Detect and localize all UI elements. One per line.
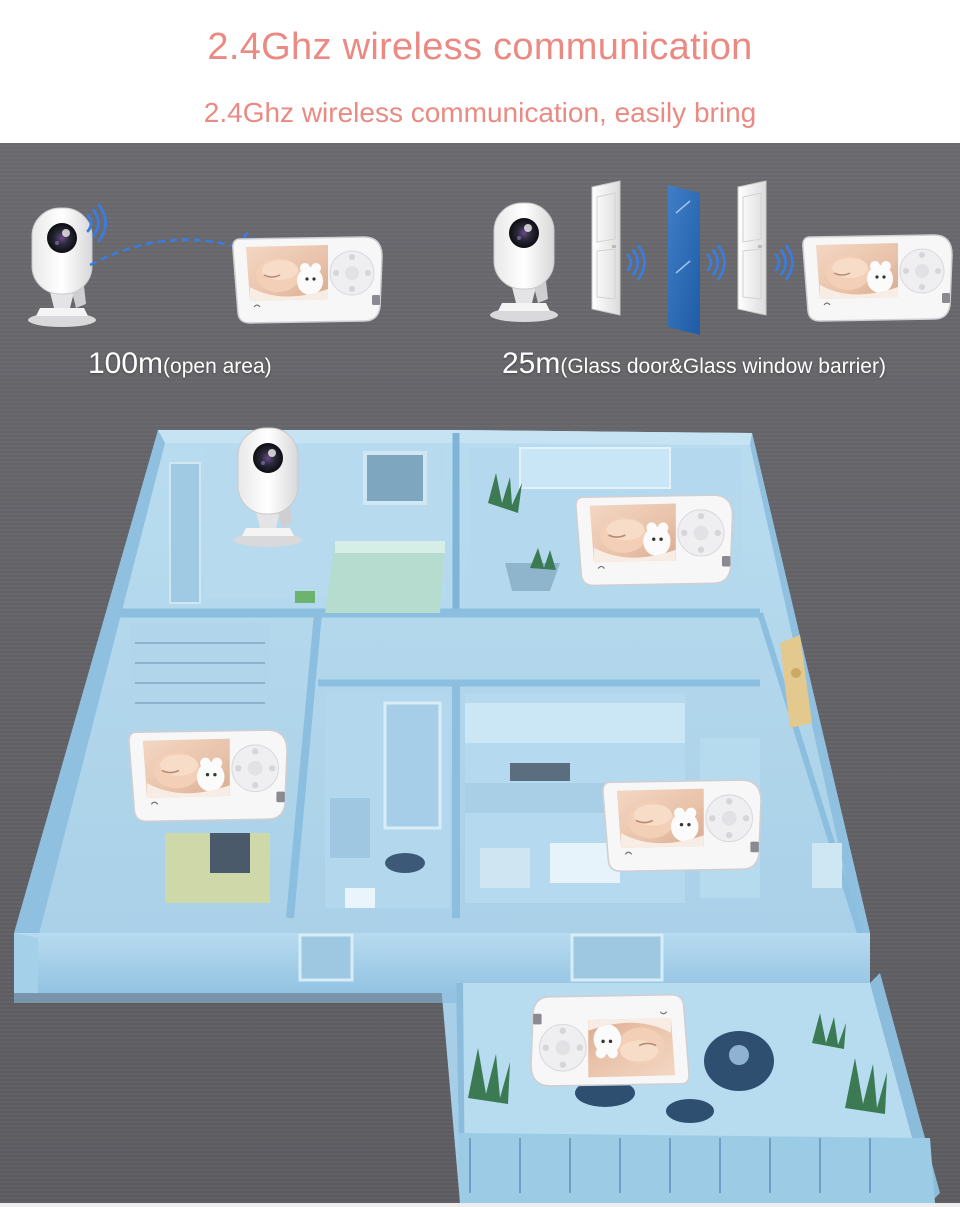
- monitor-icon: [575, 494, 734, 587]
- range-distance: 25m: [502, 347, 561, 380]
- monitor-icon: [602, 779, 762, 873]
- range-label-glass-barrier: 25m(Glass door&Glass window barrier): [502, 347, 886, 381]
- signal-path: [89, 238, 251, 267]
- door-icon: [737, 180, 767, 316]
- bottom-divider: [0, 1203, 960, 1207]
- monitor-icon: [128, 729, 288, 823]
- page-title: 2.4Ghz wireless communication: [207, 26, 753, 68]
- wifi-signal-icon: [774, 244, 794, 281]
- camera-icon: [27, 207, 97, 328]
- glass-panel-icon: [668, 185, 700, 335]
- illustration: [14, 180, 953, 1203]
- door-icon: [591, 180, 621, 316]
- range-condition: (Glass door&Glass window barrier): [560, 355, 886, 378]
- header: 2.4Ghz wireless communication 2.4Ghz wir…: [0, 0, 960, 143]
- range-distance: 100m: [88, 347, 164, 380]
- monitor-icon: [530, 993, 690, 1087]
- monitor-icon: [802, 234, 953, 322]
- scene: 100m(open area) 25m(Glass door&Glass win…: [0, 143, 960, 1207]
- range-label-open-area: 100m(open area): [88, 347, 272, 381]
- page-subtitle: 2.4Ghz wireless communication, easily br…: [203, 97, 757, 128]
- range-condition: (open area): [163, 355, 272, 378]
- camera-icon: [489, 202, 559, 323]
- wifi-signal-icon: [706, 244, 726, 281]
- monitor-icon: [232, 236, 383, 324]
- wifi-signal-icon: [626, 244, 646, 281]
